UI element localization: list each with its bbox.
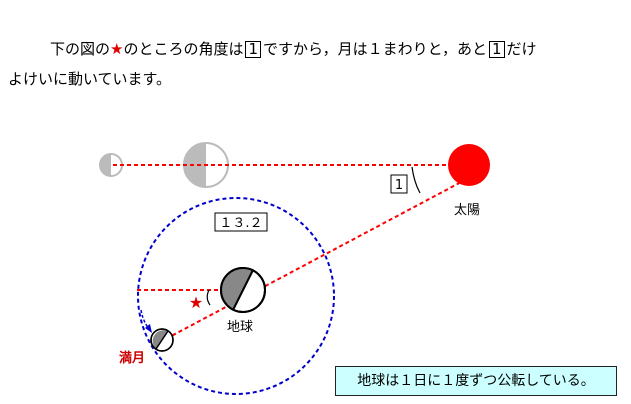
earth-angle-arc: [206, 289, 211, 306]
moon-earth-sun-line: [159, 179, 466, 343]
intro-part-2: のところの角度は: [123, 40, 244, 58]
full-moon: [150, 328, 174, 352]
intro-part-4: だけ: [506, 40, 537, 58]
earth: [220, 267, 266, 313]
intro-part-3: ですから，月は１まわりと，あと: [263, 40, 487, 58]
full-moon-label: 満月: [119, 350, 145, 366]
answer-box-1: 1: [245, 41, 262, 58]
sun: [448, 144, 490, 186]
sun-label: 太陽: [454, 203, 480, 218]
answer-box-2: 1: [488, 41, 505, 58]
sun-angle-arc: [411, 166, 421, 194]
star-marker: ★: [189, 293, 203, 312]
sun-angle-label: 1: [395, 178, 403, 193]
moon-orbit: [137, 197, 335, 395]
intro-part-1: 下の図の: [50, 40, 111, 58]
arrowhead-icon: [145, 324, 152, 333]
note-box: 地球は１日に１度ずつ公転している。: [335, 366, 617, 396]
earth-label: 地球: [227, 320, 253, 335]
star-icon: ★: [110, 40, 124, 58]
orbit-value-box: [214, 212, 268, 232]
ghost-moon: [99, 153, 123, 177]
sun-angle-box: [390, 174, 408, 194]
intro-line-2: よけいに動いています。: [8, 70, 172, 88]
orbit-value: １３.２: [219, 216, 262, 231]
